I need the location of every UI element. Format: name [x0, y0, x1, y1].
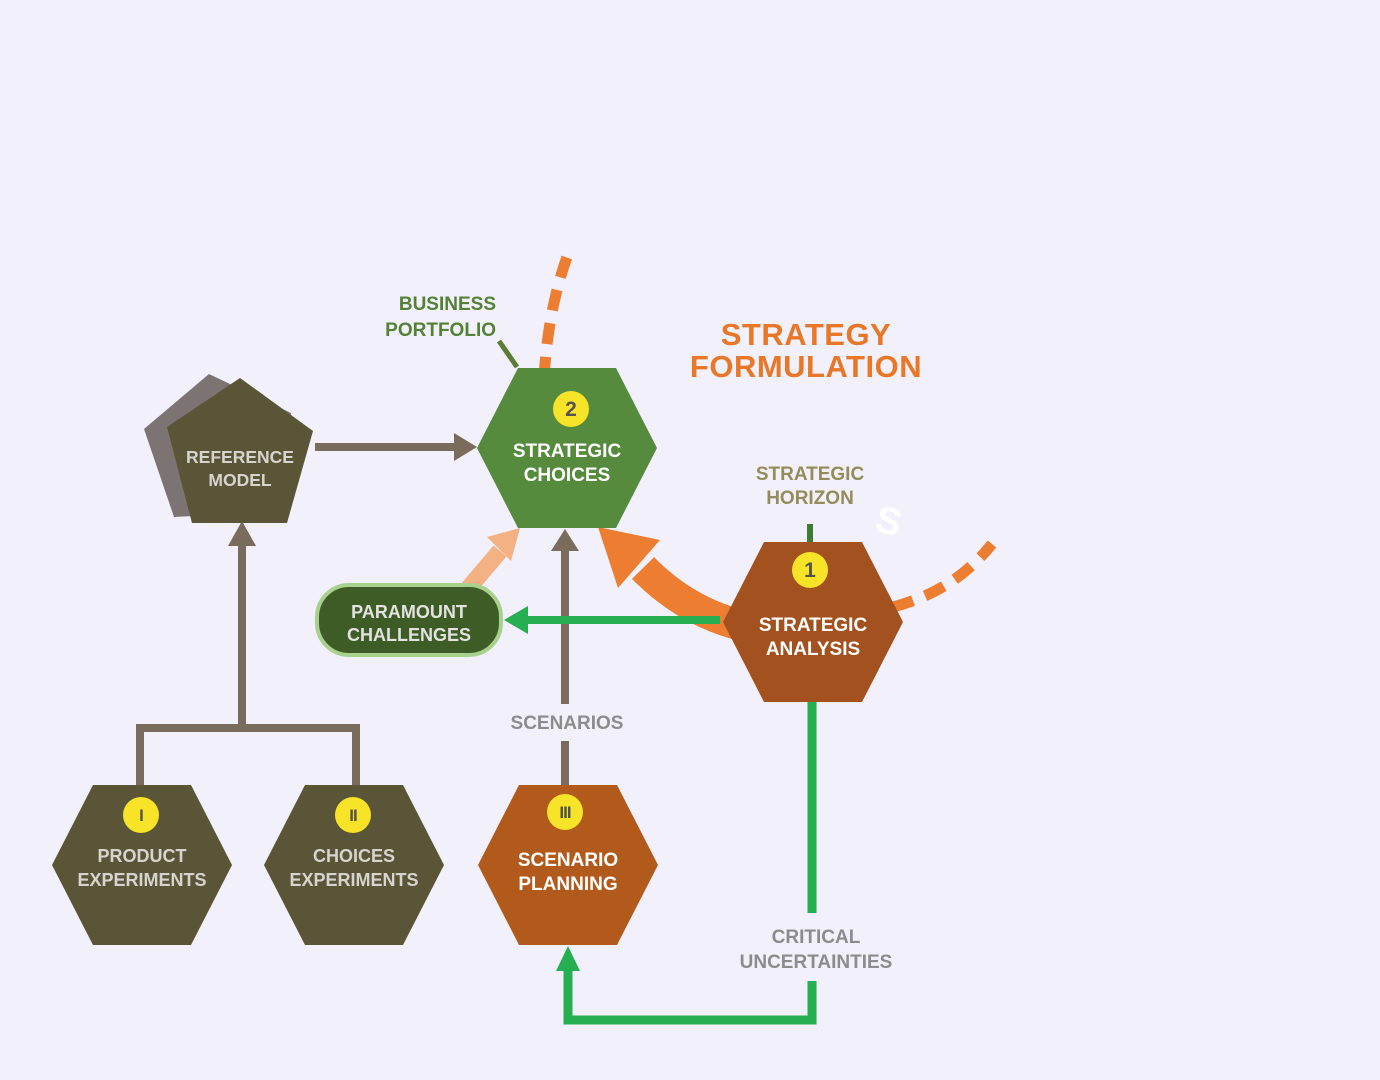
scenario-planning-hexagon [478, 785, 658, 945]
product-experiments-hexagon [52, 785, 232, 945]
arrow-analysis-to-choices-head [598, 527, 660, 588]
label-strategic-horizon: STRATEGIC HORIZON [756, 464, 865, 509]
product-experiments-label-line2: EXPERIMENTS [77, 870, 206, 890]
choices-experiments-badge [335, 797, 371, 833]
strategic-analysis-label-line2: ANALYSIS [766, 639, 860, 660]
reference-model-label-line2: MODEL [208, 470, 272, 490]
choices-experiments-label-line1: CHOICES [313, 846, 395, 866]
strategic-choices-label-line2: CHOICES [524, 465, 611, 486]
strategic-choices-badge-number: 2 [565, 398, 577, 421]
business-portfolio-line1: BUSINESS [399, 294, 496, 315]
arrow-paramount-to-choices-head [487, 528, 520, 561]
node-strategic-choices: 2 STRATEGIC CHOICES [477, 368, 657, 528]
product-experiments-label-line1: PRODUCT [98, 846, 187, 866]
strategic-analysis-hexagon [723, 542, 903, 702]
arrow-experiments-to-reference-head [228, 521, 256, 546]
paramount-challenges-pill [315, 583, 503, 657]
reference-model-label-line1: REFERENCE [186, 447, 294, 467]
node-paramount-challenges: PARAMOUNT CHALLENGES [315, 583, 503, 657]
paramount-challenges-label-line1: PARAMOUNT [351, 602, 467, 622]
paramount-challenges-label-line2: CHALLENGES [347, 625, 471, 645]
label-business-portfolio: BUSINESS PORTFOLIO [385, 294, 496, 341]
strategic-choices-label-line1: STRATEGIC [513, 441, 622, 462]
label-scenarios: SCENARIOS [511, 713, 624, 734]
node-strategic-analysis: 1 STRATEGIC ANALYSIS [723, 542, 903, 702]
dashed-curve-top [538, 255, 573, 379]
choices-experiments-label-line2: EXPERIMENTS [289, 870, 418, 890]
diagram-title: STRATEGY FORMULATION [690, 317, 922, 384]
critical-uncertainties-line2: UNCERTAINTIES [740, 952, 893, 973]
node-product-experiments: I PRODUCT EXPERIMENTS [52, 785, 232, 945]
strategic-analysis-badge [792, 552, 828, 588]
stray-s-text: S [871, 498, 906, 545]
critical-uncertainties-line1: CRITICAL [772, 927, 861, 948]
arrow-scenarios-to-choices-head [551, 529, 579, 551]
arrow-reference-to-choices [315, 433, 477, 461]
scenario-planning-badge-number: III [559, 803, 570, 822]
business-portfolio-line2: PORTFOLIO [385, 320, 496, 341]
choices-experiments-hexagon [264, 785, 444, 945]
scenario-planning-label-line2: PLANNING [518, 874, 617, 895]
diagram-title-line2: FORMULATION [690, 349, 922, 384]
arrow-analysis-to-paramount [504, 606, 720, 634]
node-scenario-planning: III SCENARIO PLANNING [478, 785, 658, 945]
arrow-analysis-to-choices [598, 527, 752, 643]
product-experiments-badge-number: I [139, 806, 143, 825]
arrow-analysis-to-scenario-planning [556, 700, 817, 1025]
reference-model-pentagon [167, 378, 313, 523]
product-experiments-badge [123, 797, 159, 833]
arrow-experiments-to-reference-model [228, 521, 256, 728]
strategic-analysis-label-line1: STRATEGIC [759, 615, 868, 636]
scenario-planning-label-line1: SCENARIO [518, 850, 618, 871]
connector-business-portfolio [496, 339, 520, 369]
scenario-planning-badge [547, 794, 583, 830]
strategic-choices-badge [553, 391, 589, 427]
dashed-curve-right [891, 540, 997, 613]
arrow-analysis-to-paramount-head [504, 606, 528, 634]
node-reference-model: REFERENCE MODEL [144, 374, 313, 523]
connector-experiments-tree [136, 724, 360, 786]
strategic-horizon-line1: STRATEGIC [756, 464, 865, 485]
critical-uncertainties-line-lower [563, 963, 817, 1025]
strategic-choices-hexagon [477, 368, 657, 528]
arrow-paramount-to-choices [459, 528, 520, 597]
strategic-analysis-badge-number: 1 [804, 559, 816, 582]
label-critical-uncertainties: CRITICAL UNCERTAINTIES [740, 927, 893, 973]
arrow-reference-to-choices-head [454, 433, 477, 461]
arrow-to-scenario-planning-head [556, 946, 580, 971]
node-choices-experiments: II CHOICES EXPERIMENTS [264, 785, 444, 945]
choices-experiments-badge-number: II [349, 806, 357, 825]
diagram-title-line1: STRATEGY [721, 317, 892, 352]
strategic-horizon-line2: HORIZON [766, 488, 854, 509]
arrow-scenarios-to-choices [551, 529, 579, 786]
